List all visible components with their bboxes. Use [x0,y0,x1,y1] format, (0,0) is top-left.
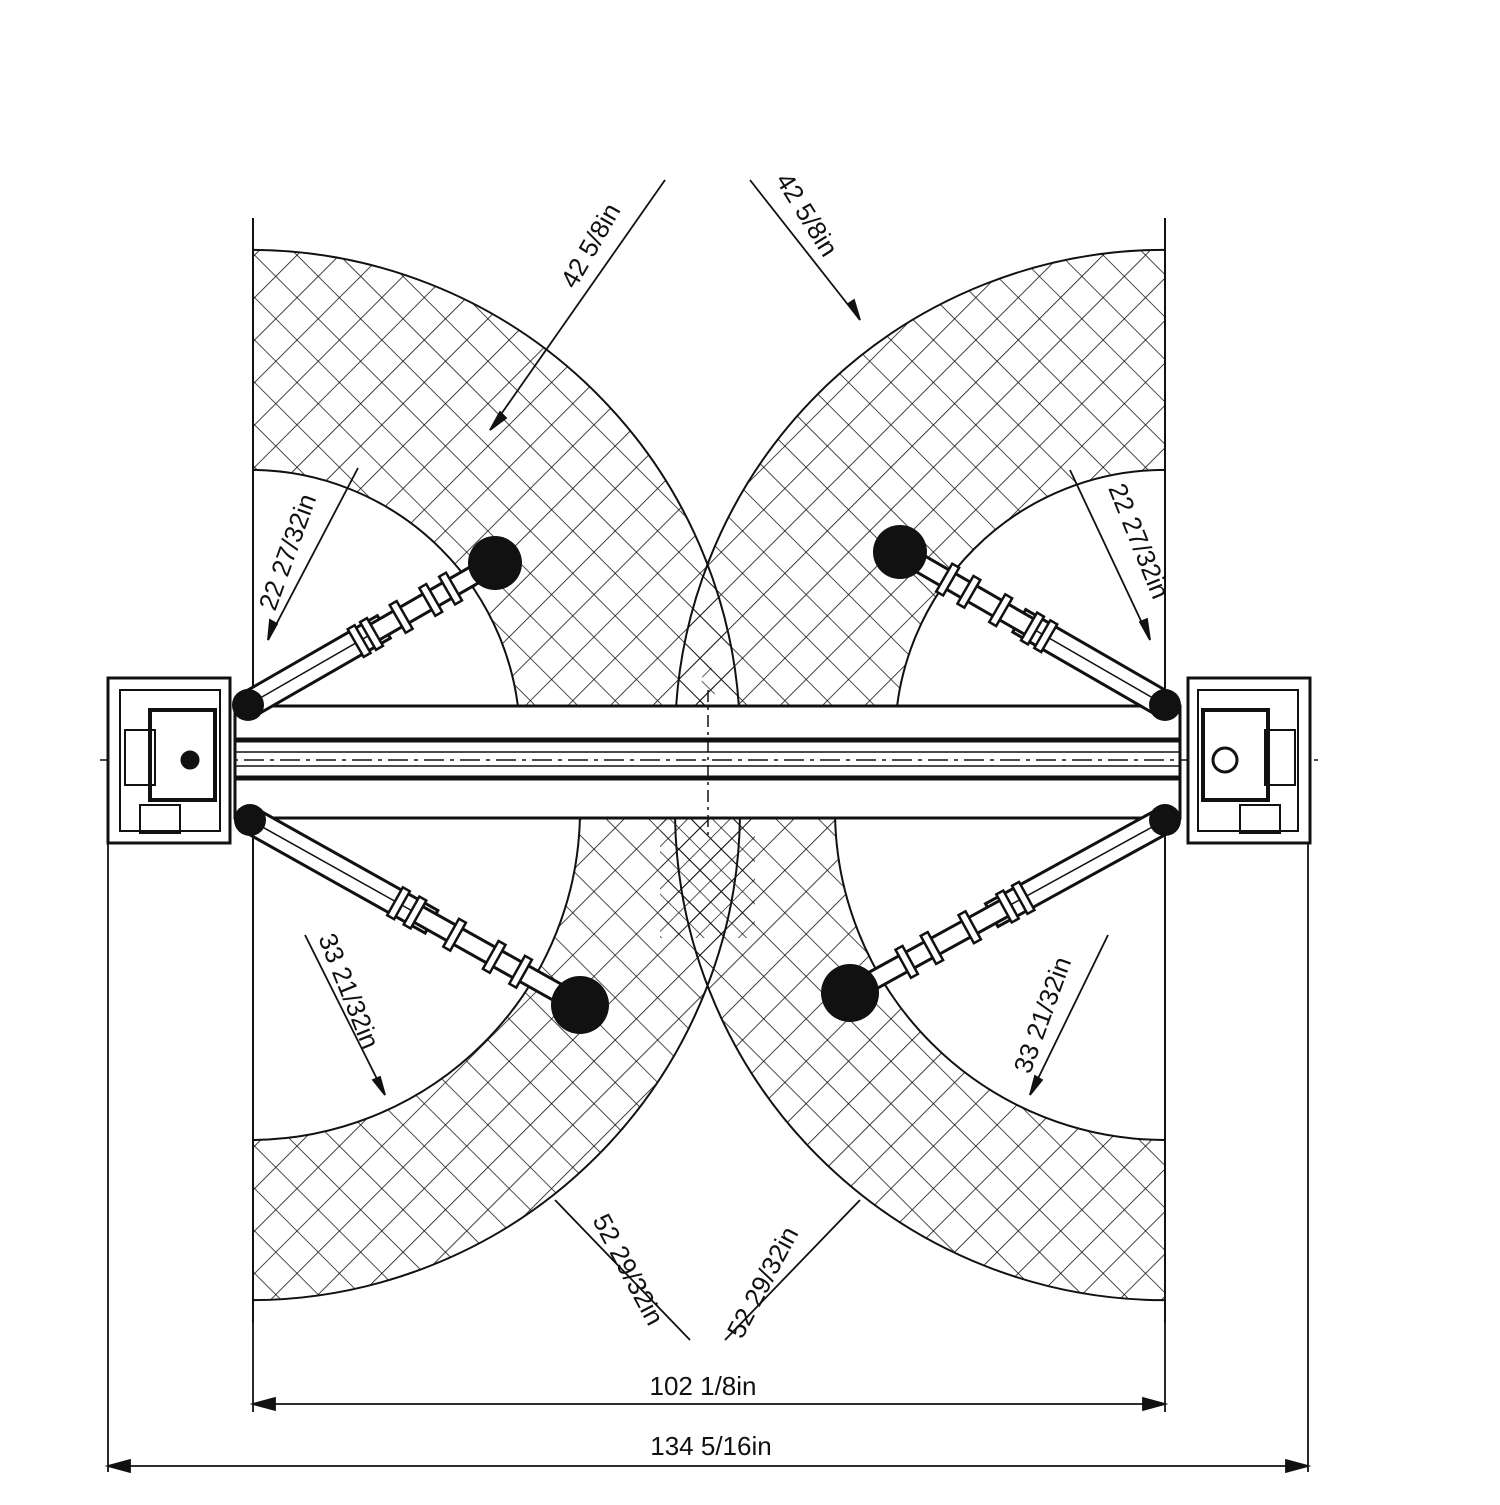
arm-top-left [232,536,522,721]
dim-right-lower-inner: 33 21/32in [1007,953,1077,1077]
dim-bottom-left-arm: 52 29/32in [587,1209,671,1330]
dim-top-right-arm: 42 5/8in [770,167,844,261]
arm-pivot [232,689,264,721]
dim-inner-width: 102 1/8in [650,1371,757,1401]
right-post [1186,676,1312,845]
leader-lines [267,179,1151,1341]
dim-left-lower-inner: 33 21/32in [312,929,385,1053]
arm-top-right [873,525,1181,721]
zone-bottom-left [253,818,741,1301]
arm-pivot [234,804,266,836]
lift-pad [468,536,522,590]
lift-arms [232,525,1181,1034]
zone-top-left [253,249,740,705]
dim-top-left-arm: 42 5/8in [554,198,626,293]
width-dimensions [104,843,1312,1474]
zone-bottom-right [674,818,1165,1301]
arm-bottom-left [234,804,609,1034]
lift-pad [551,976,609,1034]
dim-left-upper-inner: 22 27/32in [252,490,322,614]
dim-bottom-right-arm: 52 29/32in [721,1221,805,1342]
left-post [106,676,232,845]
arm-pivot [1149,689,1181,721]
crossbeam [100,690,1320,835]
dim-overall-width: 134 5/16in [650,1431,771,1461]
lift-pad [873,525,927,579]
zone-top-right [675,249,1165,705]
arm-bottom-right [821,804,1181,1022]
arm-pivot [1149,804,1181,836]
lift-pad [821,964,879,1022]
zone-overlap-bottom [660,818,755,938]
